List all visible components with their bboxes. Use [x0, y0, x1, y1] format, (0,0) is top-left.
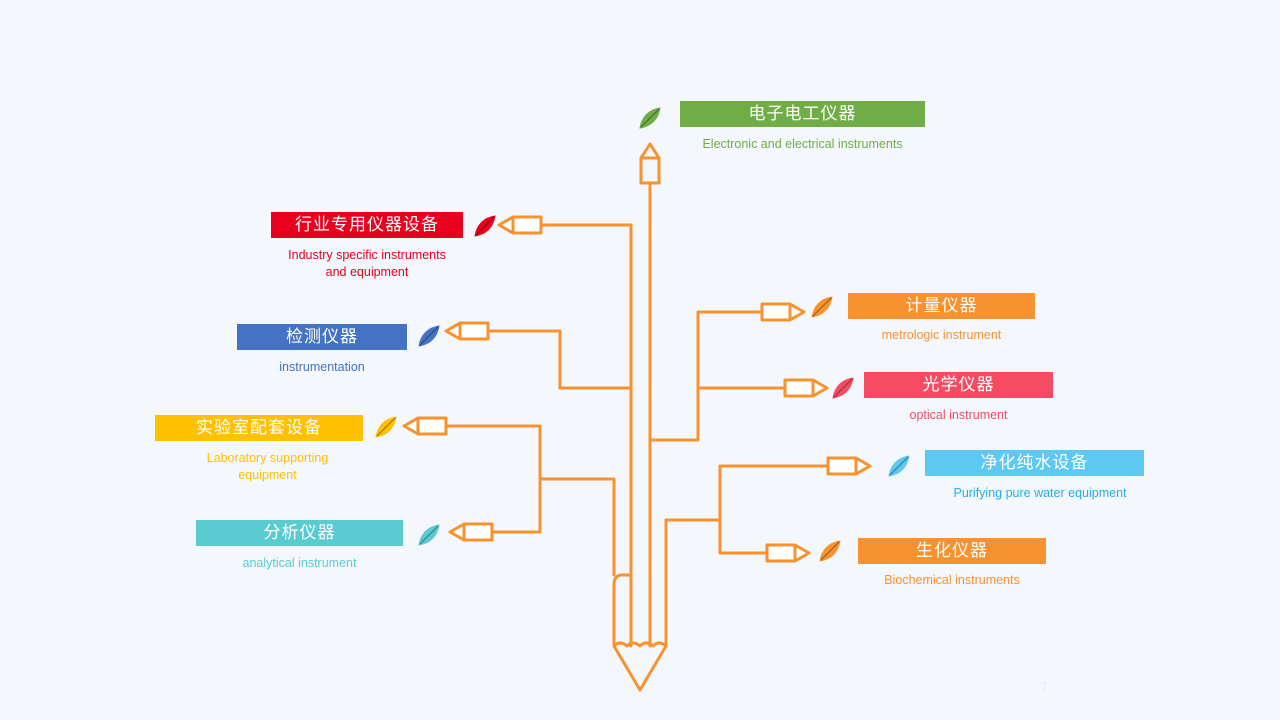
node-title-biochemical: 生化仪器: [858, 538, 1046, 564]
branch-purifying: [664, 464, 830, 522]
page-number: 7: [1040, 680, 1048, 694]
node-title-optical: 光学仪器: [864, 372, 1053, 398]
top-pencil-body: [639, 156, 661, 185]
node-subtitle-analytical: analytical instrument: [242, 556, 357, 570]
node-title-purifying: 净化纯水设备: [925, 450, 1144, 476]
node-subtitle-biochemical: Biochemical instruments: [884, 573, 1020, 587]
pencil-arrow-laboratory: [402, 416, 448, 436]
leaf-icon-electronic: [639, 107, 661, 129]
pencil-arrow-metrologic: [760, 302, 806, 322]
node-subtitle-industry: Industry specific instruments and equipm…: [288, 248, 446, 279]
node-subtitle-purifying: Purifying pure water equipment: [953, 486, 1127, 500]
branch-analytical: [490, 477, 542, 534]
node-subtitle-detection: instrumentation: [279, 360, 365, 374]
pencil-left-stroke: [612, 573, 633, 648]
pencil-arrow-purifying: [826, 456, 872, 476]
node-title-detection: 检测仪器: [237, 324, 407, 350]
leaf-icon-analytical: [418, 524, 440, 546]
pencil-arrow-detection: [444, 321, 490, 341]
node-subtitle-laboratory: Laboratory supporting equipment: [206, 451, 329, 482]
pencil-arrow-analytical: [448, 522, 494, 542]
node-title-metrologic: 计量仪器: [848, 293, 1035, 319]
node-title-analytical: 分析仪器: [196, 520, 403, 546]
top-pencil-tip: [639, 142, 661, 160]
node-title-industry: 行业专用仪器设备: [271, 212, 463, 238]
node-title-electronic: 电子电工仪器: [680, 101, 925, 127]
pencil-arrow-industry: [497, 215, 543, 235]
leaf-icon-industry: [474, 215, 496, 237]
node-subtitle-metrologic: metrologic instrument: [881, 328, 1002, 342]
leaf-icon-purifying: [888, 455, 910, 477]
pencil-scallop: [612, 641, 668, 648]
leaf-icon-detection: [418, 325, 440, 347]
node-title-laboratory: 实验室配套设备: [155, 415, 363, 441]
connector-lines: [444, 142, 830, 692]
branch-biochemical: [718, 518, 769, 555]
node-subtitle-electronic: Electronic and electrical instruments: [702, 137, 903, 151]
branch-metrologic: [648, 310, 764, 442]
branch-laboratory: [444, 424, 616, 577]
pencil-arrow-biochemical: [765, 543, 811, 563]
node-subtitle-optical: optical instrument: [909, 408, 1008, 422]
pencil-tip: [612, 644, 668, 692]
leaf-icon-laboratory: [375, 416, 397, 438]
branch-detection: [486, 329, 633, 390]
leaf-icon-metrologic: [811, 296, 833, 318]
leaf-icon-optical: [832, 377, 854, 399]
leaf-icon-biochemical: [819, 540, 841, 562]
pencil-arrow-optical: [783, 378, 829, 398]
